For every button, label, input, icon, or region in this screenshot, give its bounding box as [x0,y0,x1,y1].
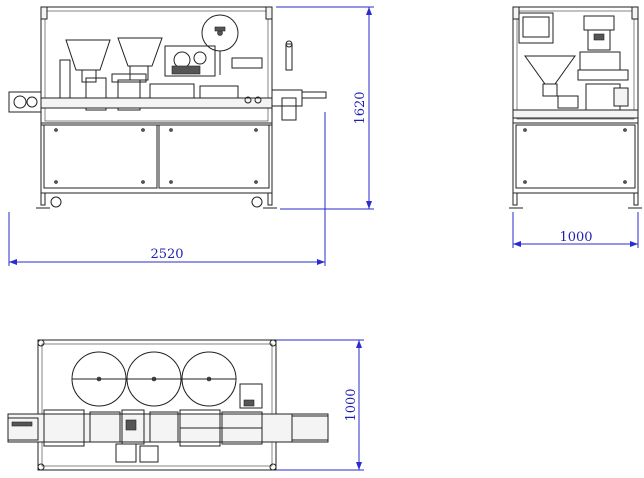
front-width-dimension: 2520 [150,247,183,262]
top-depth-dimension: 1000 [344,388,359,421]
top-view: 1000 [7,339,364,471]
front-view: 2520 1620 [8,6,374,266]
side-view: 1000 [509,6,642,248]
front-height-dimension: 1620 [353,91,368,124]
side-width-dimension: 1000 [559,230,592,245]
